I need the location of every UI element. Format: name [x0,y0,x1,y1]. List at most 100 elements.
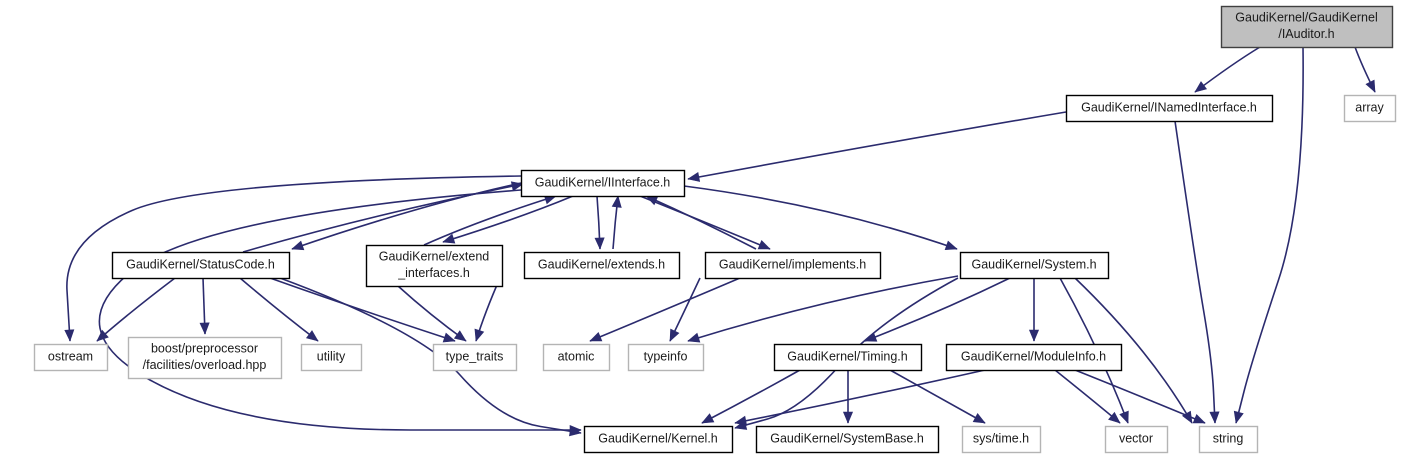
graph-edge-iinterface-to-extends [594,195,605,250]
edge-line [1174,120,1216,424]
graph-node-inamedinterface[interactable]: GaudiKernel/INamedInterface.h [1065,94,1274,123]
edge-line [242,183,524,253]
node-box[interactable] [523,251,681,280]
graph-edge-extends-to-iinterface [611,195,622,250]
graph-node-statuscode[interactable]: GaudiKernel/StatusCode.h [111,251,291,280]
edge-line [701,369,801,424]
graph-edge-statuscode-to-type_traits [269,277,456,343]
graph-edge-iauditor-to-string [1233,46,1304,424]
edge-line [864,277,1011,342]
graph-node-moduleinfo[interactable]: GaudiKernel/ModuleInfo.h [945,343,1123,372]
graph-edge-iinterface-to-system [683,185,958,251]
graph-node-iinterface[interactable]: GaudiKernel/IInterface.h [520,169,686,198]
edge-arrowhead [1108,411,1121,424]
graph-edge-moduleinfo-to-vector [1054,369,1121,424]
edge-arrowhead [96,329,109,342]
graph-edge-inamedinterface-to-iinterface [687,111,1067,182]
edge-arrowhead [64,329,75,342]
node-box[interactable] [300,343,363,372]
edge-arrowhead [199,322,210,335]
edge-line [734,369,986,424]
graph-edge-system-to-timing [864,277,1011,342]
edge-line [645,195,757,250]
graph-node-type_traits[interactable]: type_traits [432,343,518,372]
edge-arrowhead [734,415,748,426]
node-box[interactable] [755,425,940,454]
node-box[interactable] [773,343,923,372]
node-box[interactable] [1220,5,1394,49]
graph-node-ostream[interactable]: ostream [33,343,109,372]
edge-arrowhead [569,426,582,437]
node-box[interactable] [33,343,109,372]
edge-line [589,277,741,342]
graph-edge-system-to-moduleinfo [1028,278,1040,342]
graph-edge-statuscode-to-utility [239,277,319,342]
graph-node-iauditor[interactable]: GaudiKernel/GaudiKernel/IAuditor.h [1220,5,1394,49]
graph-node-timing[interactable]: GaudiKernel/Timing.h [773,343,923,372]
graph-edge-timing-to-kernel [701,369,801,424]
graph-edge-implements-to-typeinfo [669,277,701,342]
graph-edge-iinterface-to-extend_if [442,195,574,244]
edge-arrowhead [944,240,958,251]
graph-node-extends[interactable]: GaudiKernel/extends.h [523,251,681,280]
graph-edge-iinterface-to-statuscode [291,182,522,251]
node-box[interactable] [432,343,518,372]
graph-node-systime[interactable]: sys/time.h [961,425,1042,454]
edge-arrowhead [453,330,467,342]
edge-line [889,369,986,424]
graph-edge-timing-to-systime [889,369,986,424]
graph-node-kernel[interactable]: GaudiKernel/Kernel.h [583,425,734,454]
node-box[interactable] [1198,425,1259,454]
graph-edge-statuscode-to-boostpp [199,277,210,335]
edge-arrowhead [510,181,524,192]
edge-line [1235,46,1304,424]
graph-edge-iauditor-to-array [1354,46,1376,93]
edge-arrowhead [1028,329,1040,342]
graph-node-string[interactable]: string [1198,425,1259,454]
node-box[interactable] [365,244,504,288]
edge-line [687,275,959,342]
graph-node-atomic[interactable]: atomic [542,343,611,372]
edge-line [66,175,522,342]
edge-line [1194,46,1261,93]
graph-node-vector[interactable]: vector [1104,425,1169,454]
edge-arrowhead [757,239,771,250]
node-box[interactable] [1343,94,1397,123]
node-box[interactable] [627,343,705,372]
graph-node-utility[interactable]: utility [300,343,363,372]
graph-node-implements[interactable]: GaudiKernel/implements.h [704,251,882,280]
edge-arrowhead [291,240,305,251]
edge-arrowhead [1365,79,1376,93]
edge-arrowhead [1209,411,1220,424]
edge-line [423,195,557,246]
graph-node-typeinfo[interactable]: typeinfo [627,343,705,372]
graph-edge-inamedinterface-to-string [1174,120,1220,424]
graph-node-extend_if[interactable]: GaudiKernel/extend_interfaces.h [365,244,504,288]
graph-node-boostpp[interactable]: boost/preprocessor/facilities/overload.h… [127,336,283,380]
graph-edge-implements-to-atomic [589,277,741,342]
node-box[interactable] [520,169,686,198]
node-box[interactable] [945,343,1123,372]
graph-edge-iinterface-to-implements [639,195,771,250]
graph-edge-system-to-typeinfo [687,275,959,343]
edge-arrowhead [687,172,701,182]
graph-node-array[interactable]: array [1343,94,1397,123]
graph-edge-implements-to-iinterface [645,195,757,250]
node-box[interactable] [111,251,291,280]
graph-edge-iinterface-to-ostream [64,175,522,342]
node-box[interactable] [1065,94,1274,123]
edge-line [442,195,574,243]
edge-arrowhead [1192,413,1206,424]
node-box[interactable] [583,425,734,454]
graph-edge-extend_if-to-type_traits [397,285,467,342]
node-box[interactable] [704,251,882,280]
node-box[interactable] [542,343,611,372]
graph-node-systembase[interactable]: GaudiKernel/SystemBase.h [755,425,940,454]
edge-arrowhead [611,195,622,208]
node-box[interactable] [1104,425,1169,454]
node-box[interactable] [961,425,1042,454]
node-box[interactable] [127,336,283,380]
node-box[interactable] [959,251,1110,280]
graph-node-system[interactable]: GaudiKernel/System.h [959,251,1110,280]
